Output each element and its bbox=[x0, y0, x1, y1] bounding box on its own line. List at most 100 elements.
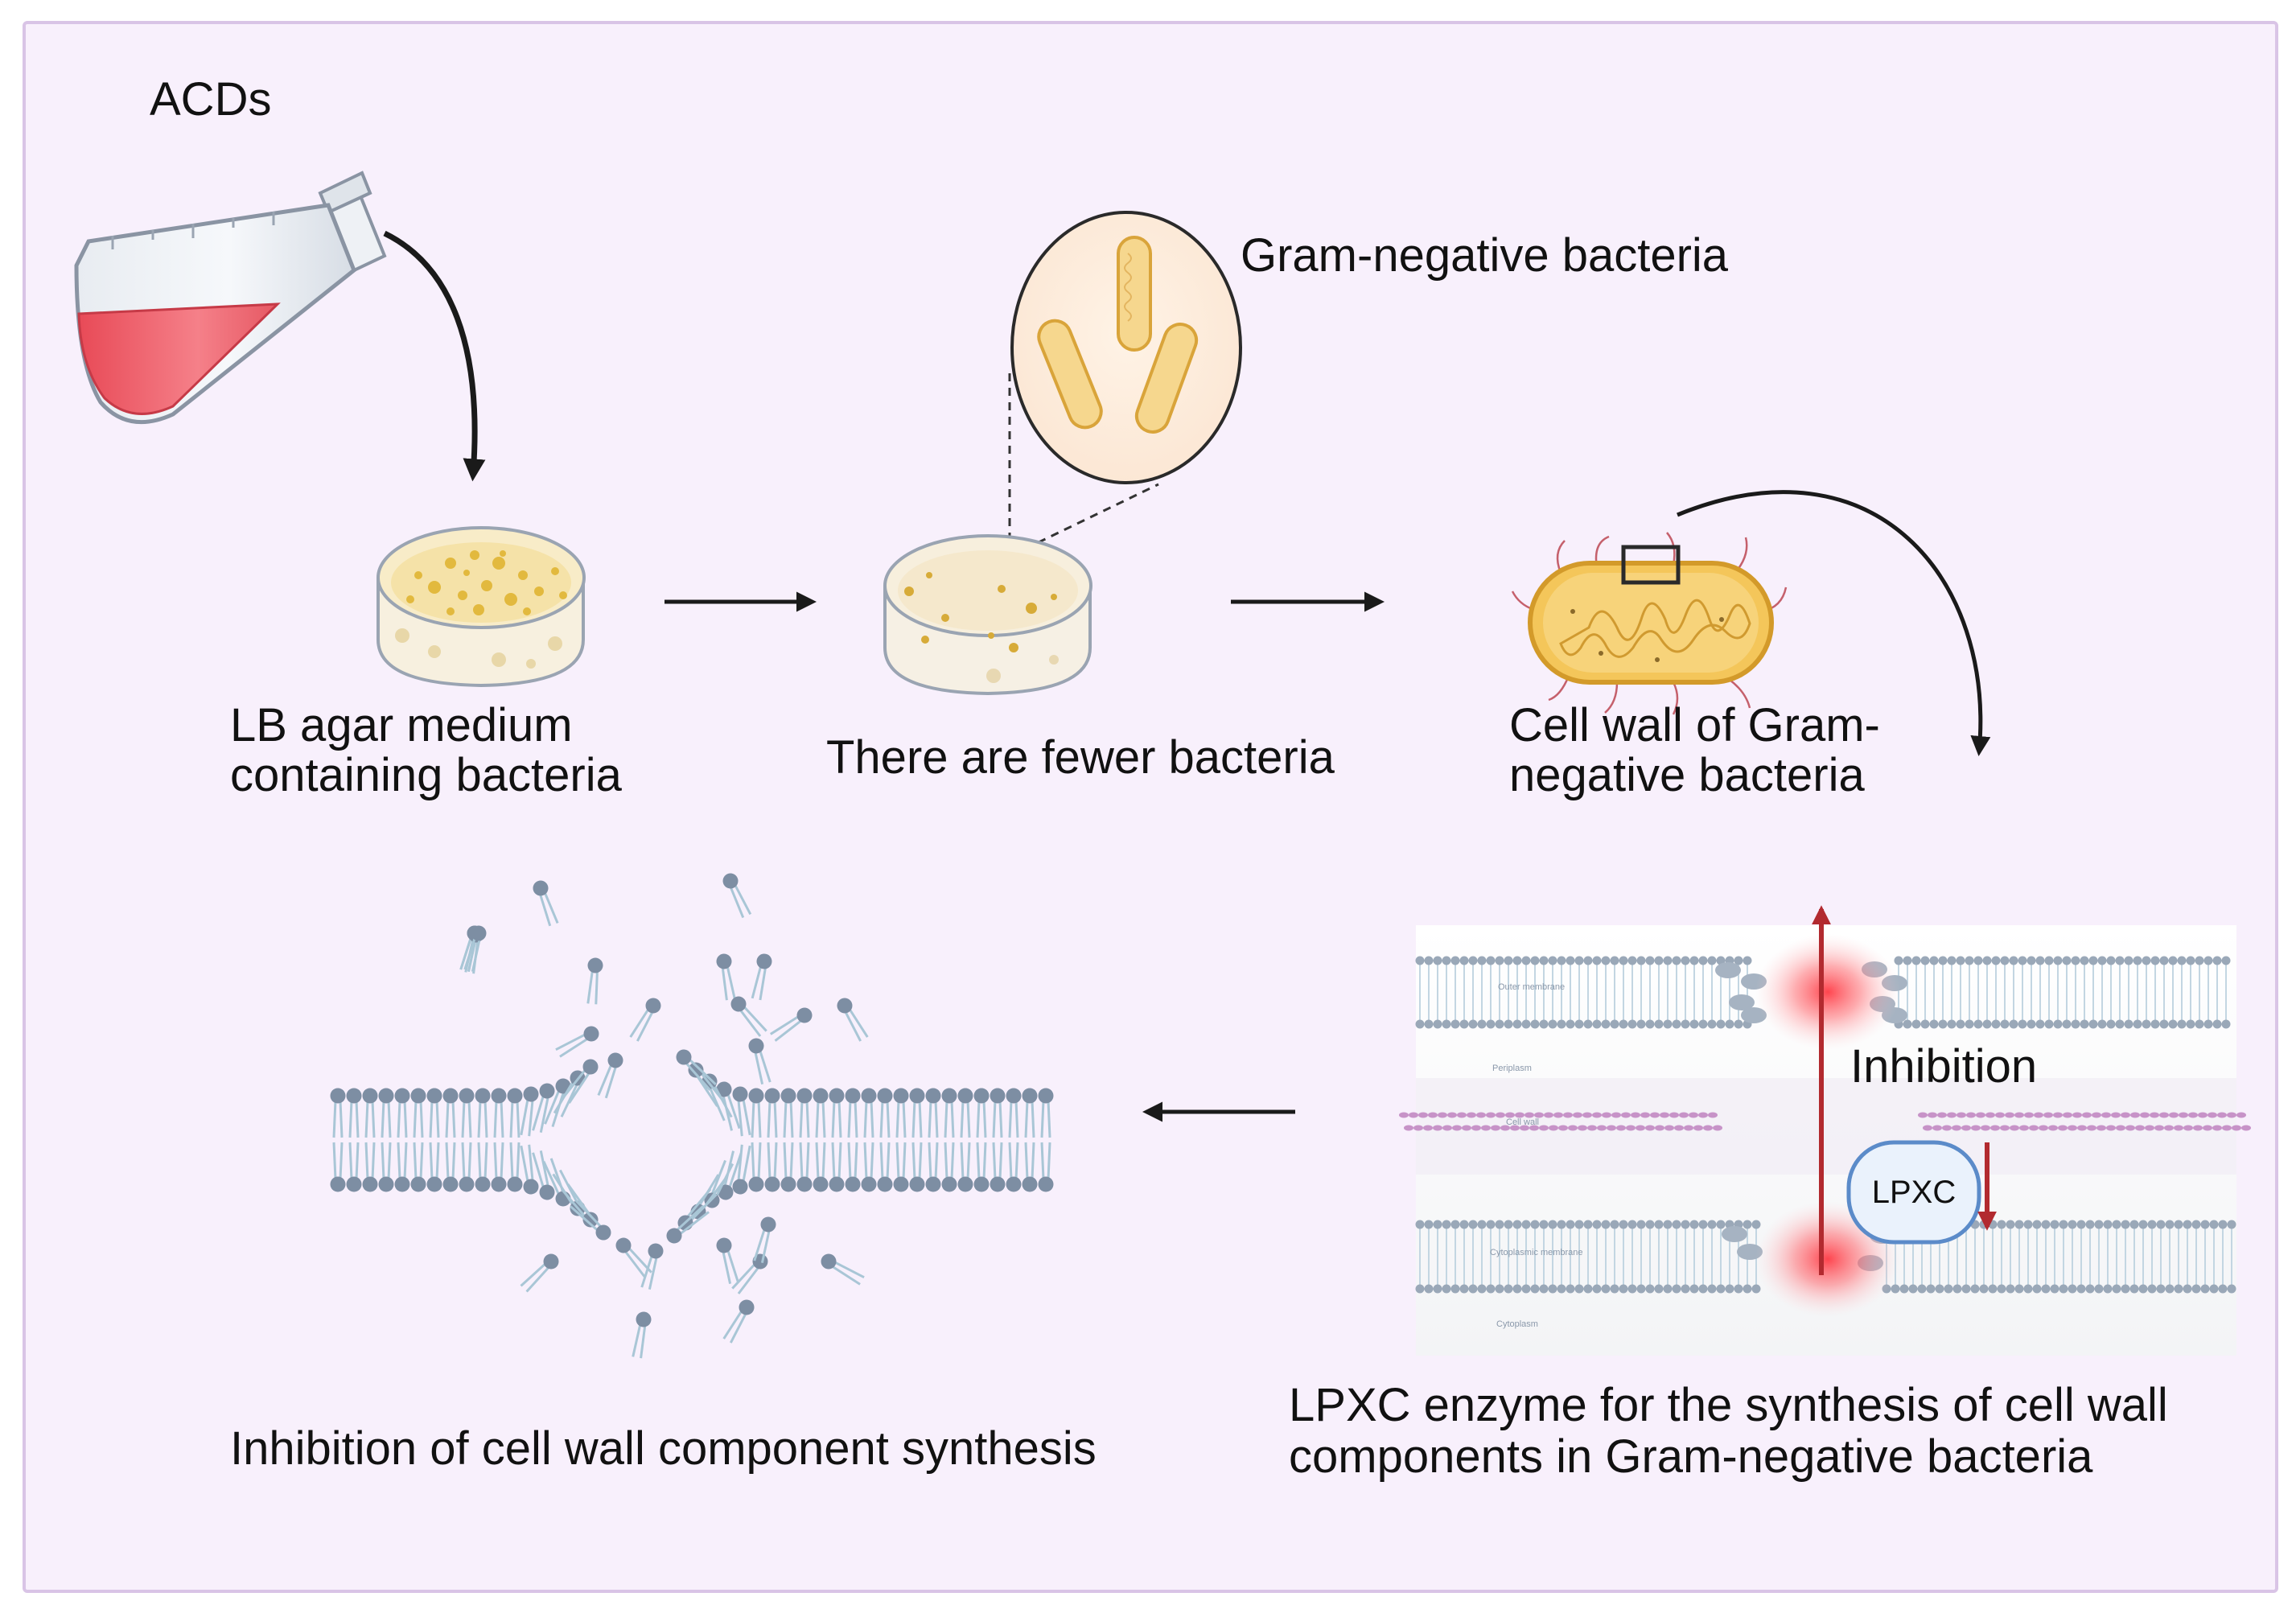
phospholipid-icon bbox=[893, 1088, 909, 1138]
phospholipid-icon bbox=[990, 1142, 1006, 1192]
phospholipid-icon bbox=[796, 1088, 813, 1138]
phospholipid-icon bbox=[941, 1142, 957, 1192]
phospholipid-icon bbox=[909, 1142, 925, 1192]
phospholipid-icon bbox=[780, 1088, 796, 1138]
rod-bacteria-icon bbox=[1037, 236, 1199, 434]
outer-membrane-label: Outer membrane bbox=[1498, 982, 1565, 992]
phospholipid-icon bbox=[829, 1088, 845, 1138]
phospholipid-icon bbox=[764, 1088, 780, 1138]
phospholipid-icon bbox=[845, 1142, 861, 1192]
membrane-panel: Outer membrane Periplasm Cell wall Cytop… bbox=[1399, 905, 2251, 1356]
phospholipid-icon bbox=[722, 873, 752, 919]
flask-icon bbox=[74, 171, 387, 425]
phospholipid-icon bbox=[957, 1142, 973, 1192]
phospholipid-icon bbox=[925, 1142, 941, 1192]
phospholipid-icon bbox=[520, 1253, 559, 1293]
outer-glow bbox=[1755, 934, 1900, 1050]
panel-caption-line2: components in Gram-negative bacteria bbox=[1289, 1430, 2093, 1483]
phospholipid-icon bbox=[909, 1088, 925, 1138]
phospholipid-icon bbox=[877, 1142, 893, 1192]
inhibition-label: Inhibition bbox=[1850, 1040, 2037, 1093]
phospholipid-icon bbox=[426, 1088, 442, 1138]
phospholipid-icon bbox=[861, 1142, 877, 1192]
phospholipid-icon bbox=[780, 1142, 796, 1192]
lb-agar-label-line1: LB agar medium bbox=[230, 699, 573, 751]
petri-dish-many-colonies bbox=[376, 526, 586, 688]
phospholipid-icon bbox=[973, 1142, 990, 1192]
bacterium-icon bbox=[1511, 532, 1788, 715]
phospholipid-icon bbox=[491, 1088, 507, 1138]
phospholipid-icon bbox=[1006, 1142, 1022, 1192]
disruption-caption: Inhibition of cell wall component synthe… bbox=[230, 1422, 1097, 1475]
phospholipid-icon bbox=[829, 1142, 845, 1192]
phospholipid-icon bbox=[378, 1088, 394, 1138]
phospholipid-icon bbox=[796, 1142, 813, 1192]
zoom-line-right bbox=[1011, 483, 1159, 557]
phospholipid-icon bbox=[459, 1142, 475, 1192]
phospholipid-icon bbox=[753, 1216, 776, 1263]
phospholipid-icon bbox=[629, 998, 661, 1042]
curved-arrow bbox=[1677, 490, 1991, 756]
phospholipid-icon bbox=[1038, 1142, 1054, 1192]
phospholipid-icon bbox=[330, 1142, 346, 1192]
phospholipid-icon bbox=[764, 1142, 780, 1192]
phospholipid-icon bbox=[716, 953, 736, 1001]
phospholipid-icon bbox=[813, 1088, 829, 1138]
phospholipid-icon bbox=[730, 996, 767, 1037]
phospholipid-icon bbox=[586, 957, 603, 1005]
phospholipid-icon bbox=[532, 1083, 555, 1133]
phospholipid-icon bbox=[861, 1088, 877, 1138]
phospholipid-icon bbox=[520, 1086, 539, 1137]
phospholipid-icon bbox=[640, 1243, 664, 1290]
phospholipid-icon bbox=[520, 1144, 539, 1195]
pour-arrow bbox=[383, 230, 486, 482]
panel-caption-line1: LPXC enzyme for the synthesis of cell wa… bbox=[1289, 1379, 2168, 1431]
phospholipid-icon bbox=[330, 1088, 346, 1138]
phospholipid-icon bbox=[533, 880, 559, 927]
phospholipid-icon bbox=[507, 1088, 523, 1138]
phospholipid-icon bbox=[1038, 1088, 1054, 1138]
phospholipid-icon bbox=[410, 1088, 426, 1138]
cell-wall-label-line2: negative bacteria bbox=[1509, 749, 1865, 801]
lpxc-label: LPXC bbox=[1872, 1175, 1957, 1210]
phospholipid-icon bbox=[925, 1088, 941, 1138]
cell-wall-label-line1: Cell wall of Gram- bbox=[1509, 699, 1880, 751]
phospholipid-icon bbox=[362, 1088, 378, 1138]
phospholipid-icon bbox=[676, 1049, 717, 1091]
phospholipid-icon bbox=[475, 1088, 491, 1138]
figure-title: ACDs bbox=[150, 73, 271, 126]
phospholipid-icon bbox=[732, 1144, 751, 1195]
inner-membrane-left bbox=[1415, 1220, 1761, 1294]
phospholipid-icon bbox=[442, 1088, 459, 1138]
periplasm-label: Periplasm bbox=[1492, 1064, 1532, 1073]
phospholipid-icon bbox=[410, 1142, 426, 1192]
phospholipid-icon bbox=[491, 1142, 507, 1192]
phospholipid-icon bbox=[597, 1052, 623, 1099]
phospholipid-icon bbox=[716, 1237, 739, 1284]
phospholipid-icon bbox=[463, 925, 487, 972]
fewer-bacteria-label: There are fewer bacteria bbox=[826, 731, 1335, 784]
lpxc-enzyme: LPXC bbox=[1846, 1140, 1981, 1245]
phospholipid-icon bbox=[632, 1311, 652, 1359]
phospholipid-icon bbox=[748, 1038, 772, 1084]
phospholipid-icon bbox=[532, 1150, 555, 1200]
phospholipid-icon bbox=[813, 1142, 829, 1192]
phospholipid-icon bbox=[378, 1142, 394, 1192]
outer-membrane-left bbox=[1415, 956, 1752, 1029]
phospholipid-icon bbox=[615, 1237, 652, 1278]
outer-membrane-right bbox=[1894, 956, 2231, 1029]
phospholipid-icon bbox=[442, 1142, 459, 1192]
phospholipid-icon bbox=[770, 1007, 813, 1042]
phospholipid-icon bbox=[394, 1142, 410, 1192]
phospholipid-icon bbox=[666, 1204, 710, 1244]
phospholipid-icon bbox=[990, 1088, 1006, 1138]
cytoplasmic-membrane-label: Cytoplasmic membrane bbox=[1490, 1248, 1583, 1257]
phospholipid-icon bbox=[973, 1088, 990, 1138]
phospholipid-icon bbox=[475, 1142, 491, 1192]
phospholipid-icon bbox=[459, 1088, 475, 1138]
phospholipid-icon bbox=[845, 1088, 861, 1138]
cytoplasm-label: Cytoplasm bbox=[1496, 1319, 1538, 1329]
cell-wall-small-label: Cell wall bbox=[1506, 1117, 1539, 1127]
phospholipid-icon bbox=[346, 1142, 362, 1192]
